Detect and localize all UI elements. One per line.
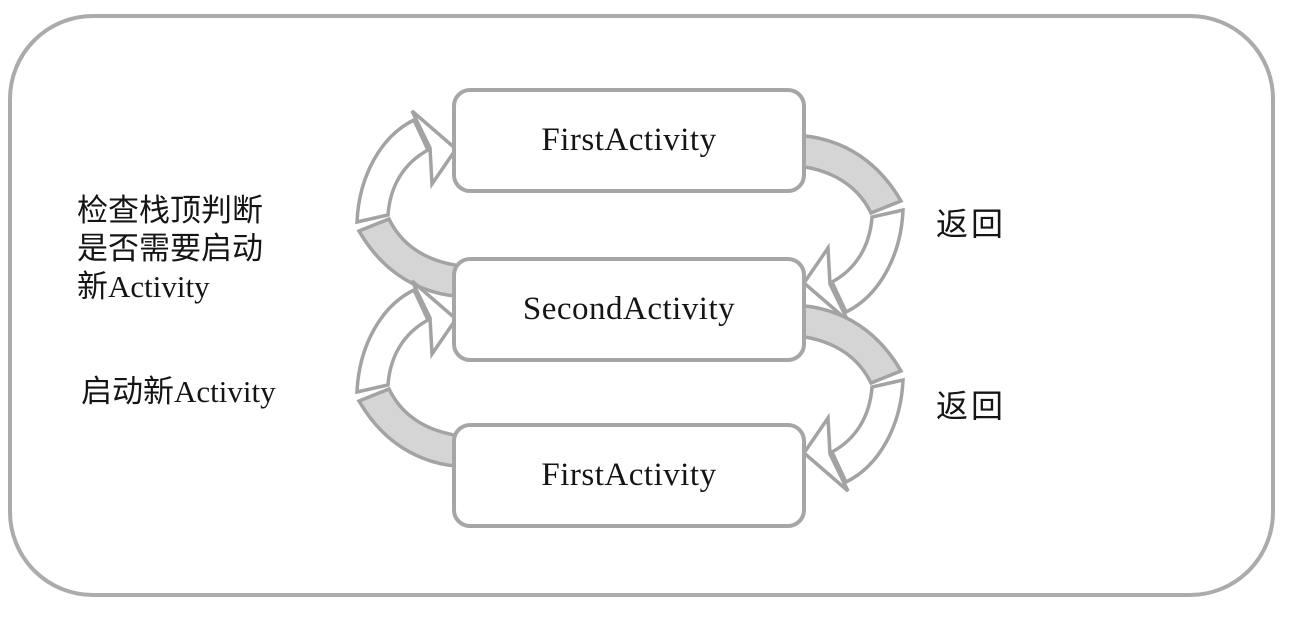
activity-box-label: FirstActivity <box>541 457 717 493</box>
label-check-line-3: 新Activity <box>77 269 210 304</box>
activity-box-label: FirstActivity <box>541 122 717 158</box>
activity-box-second: SecondActivity <box>452 257 806 362</box>
label-back-top: 返回 <box>936 206 1007 242</box>
label-check-line-1: 检查栈顶判断 <box>77 193 263 228</box>
activity-box-first-bottom: FirstActivity <box>452 423 806 528</box>
label-check-line-2: 是否需要启动 <box>77 231 263 266</box>
label-check-stack-top: 检查栈顶判断 是否需要启动 新Activity <box>77 192 263 306</box>
label-launch-new-activity: 启动新Activity <box>81 374 276 409</box>
activity-box-label: SecondActivity <box>522 291 736 327</box>
diagram-frame <box>8 14 1275 597</box>
activity-box-first-top: FirstActivity <box>452 88 806 193</box>
label-back-bottom: 返回 <box>936 388 1007 424</box>
